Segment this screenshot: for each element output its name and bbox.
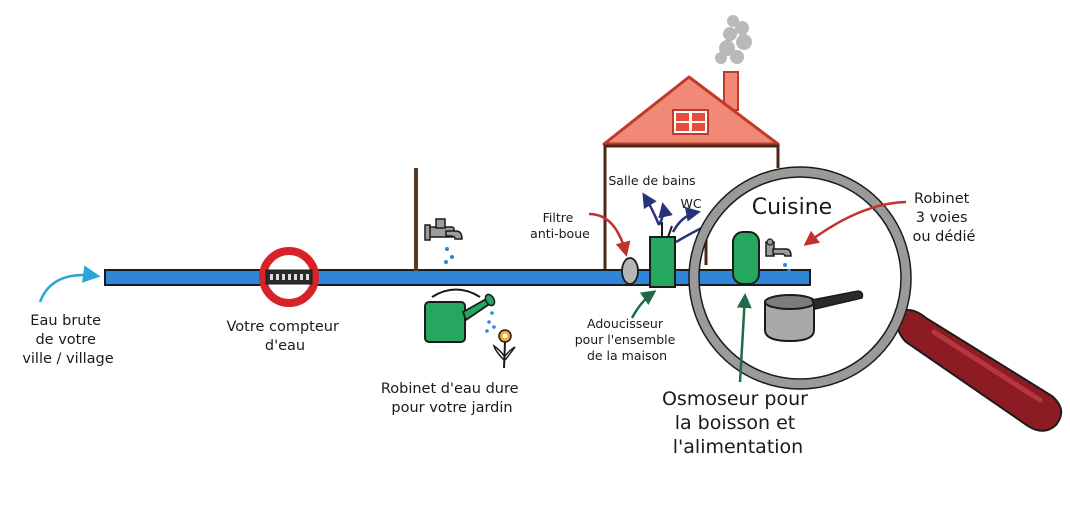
roof-window bbox=[672, 109, 709, 135]
raw-water-arrow bbox=[38, 265, 101, 303]
softener-label: Adoucisseur pour l'ensemble de la maison bbox=[575, 316, 680, 363]
wc-arrow bbox=[671, 206, 701, 233]
watering-can-icon bbox=[424, 288, 496, 343]
water-meter-icon bbox=[259, 247, 319, 307]
house-icon bbox=[602, 71, 780, 275]
garden-tap-label: Robinet d'eau dure pour votre jardin bbox=[381, 381, 523, 416]
saucepan-icon bbox=[764, 290, 864, 343]
three-way-tap-arrow bbox=[803, 200, 907, 246]
osmosis-unit bbox=[732, 231, 760, 285]
flower-icon bbox=[492, 329, 516, 369]
bathroom-arrow bbox=[642, 192, 661, 226]
sludge-filter-label: Filtre anti-boue bbox=[530, 210, 590, 241]
softener-arrow bbox=[630, 290, 657, 319]
magnifier-icon bbox=[688, 166, 1063, 432]
meter-label: Votre compteur d'eau bbox=[226, 319, 343, 354]
kitchen-faucet-icon bbox=[765, 238, 792, 281]
osmosis-arrow bbox=[736, 293, 752, 383]
softener-unit bbox=[649, 222, 676, 288]
wc-label: WC bbox=[680, 196, 701, 211]
filter-arrow bbox=[588, 212, 631, 257]
osmosis-label: Osmoseur pour la boisson et l'alimentati… bbox=[662, 388, 814, 458]
sludge-filter bbox=[621, 257, 639, 285]
kitchen-label: Cuisine bbox=[752, 195, 832, 220]
smoke-icon bbox=[715, 15, 752, 64]
bathroom-label: Salle de bains bbox=[608, 173, 695, 188]
faucet-icon bbox=[424, 218, 463, 264]
bathroom-arrow-2 bbox=[657, 202, 673, 226]
raw-water-label: Eau brute de votre ville / village bbox=[22, 313, 113, 367]
three-way-tap-label: Robinet 3 voies ou dédié bbox=[913, 191, 976, 245]
